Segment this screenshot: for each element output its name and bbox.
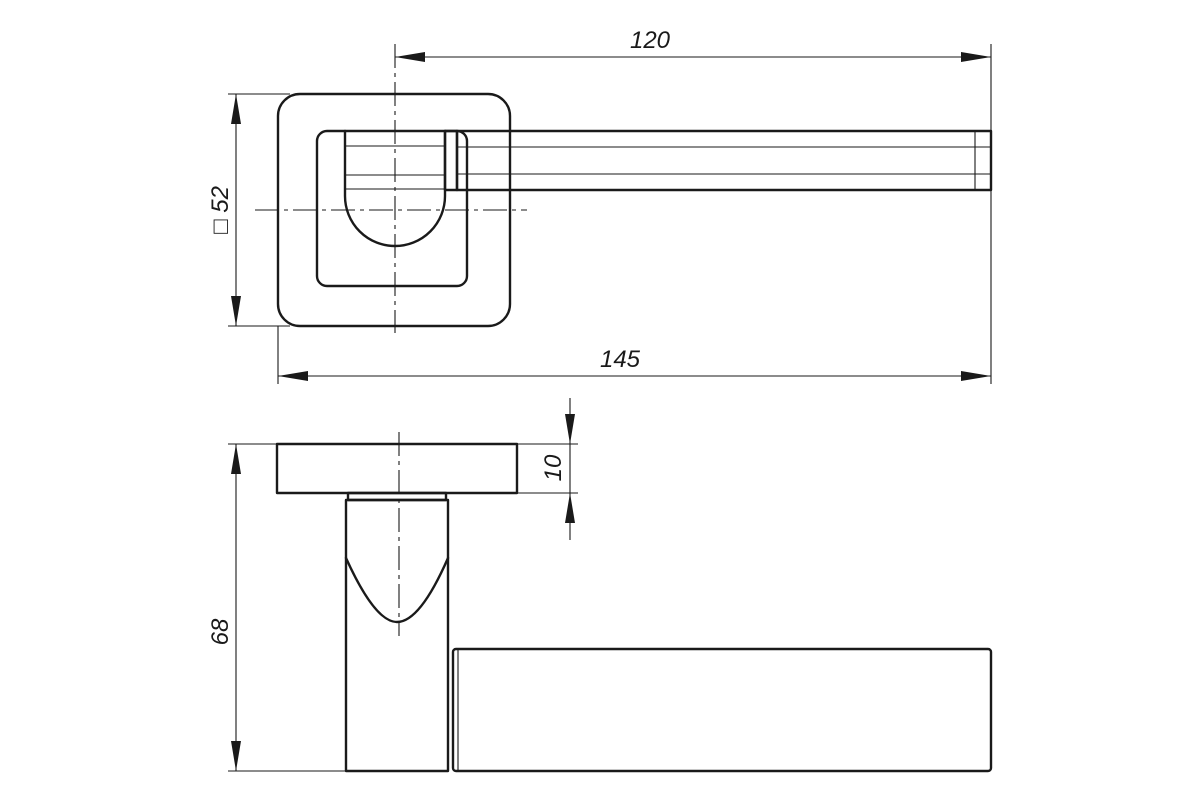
lever-joint <box>443 129 459 192</box>
rosette-side <box>275 442 519 495</box>
dimension-rosette-thickness: 10 <box>517 398 578 540</box>
dimension-label-68: 68 <box>207 618 234 645</box>
neck-side <box>344 498 450 773</box>
dimension-rosette-square: □ 52 <box>207 93 290 327</box>
neck-curve <box>344 556 450 624</box>
dimension-lever-length: 120 <box>395 27 992 190</box>
dimension-label-52: □ 52 <box>207 186 234 234</box>
dimension-label-10: 10 <box>540 454 567 481</box>
rosette-inner <box>315 129 469 288</box>
lever-arm <box>455 129 993 192</box>
top-view <box>255 44 993 333</box>
dimension-total-height: 68 <box>207 443 355 772</box>
dimension-total-length: 145 <box>277 190 992 384</box>
lever-side <box>451 647 993 773</box>
side-view <box>275 432 993 773</box>
dimension-label-120: 120 <box>630 27 671 54</box>
dimension-label-145: 145 <box>600 346 641 373</box>
